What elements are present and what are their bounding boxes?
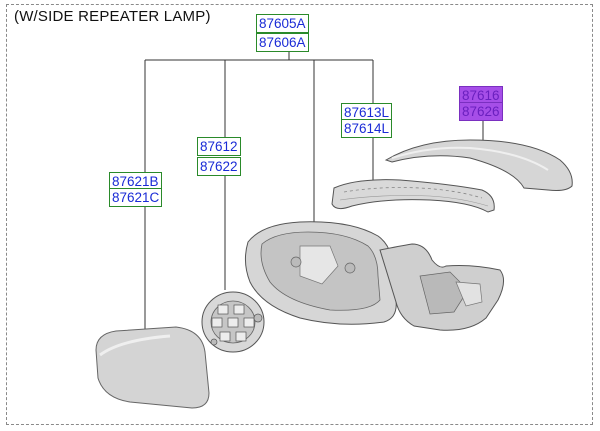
mirror-housing-icon bbox=[244, 221, 504, 331]
repeater-lamp-icon bbox=[331, 179, 495, 213]
label-cover-a: 87616 bbox=[459, 86, 503, 105]
label-actuator-a: 87612 bbox=[197, 137, 241, 156]
diagram-frame bbox=[6, 4, 593, 425]
label-housing-b: 87606A bbox=[256, 33, 309, 52]
mirror-glass-icon bbox=[95, 326, 210, 409]
label-repeater-a: 87613L bbox=[341, 103, 393, 122]
diagram-caption: (W/SIDE REPEATER LAMP) bbox=[14, 8, 211, 25]
label-glass-b: 87621C bbox=[109, 188, 163, 207]
label-actuator-b: 87622 bbox=[197, 157, 241, 176]
label-repeater-b: 87614L bbox=[341, 119, 393, 138]
leader-lines bbox=[144, 52, 484, 332]
actuator-motor-icon bbox=[201, 291, 265, 353]
label-cover-b: 87626 bbox=[459, 102, 503, 121]
scalp-cover-icon bbox=[384, 139, 573, 191]
label-housing-a: 87605A bbox=[256, 14, 309, 33]
